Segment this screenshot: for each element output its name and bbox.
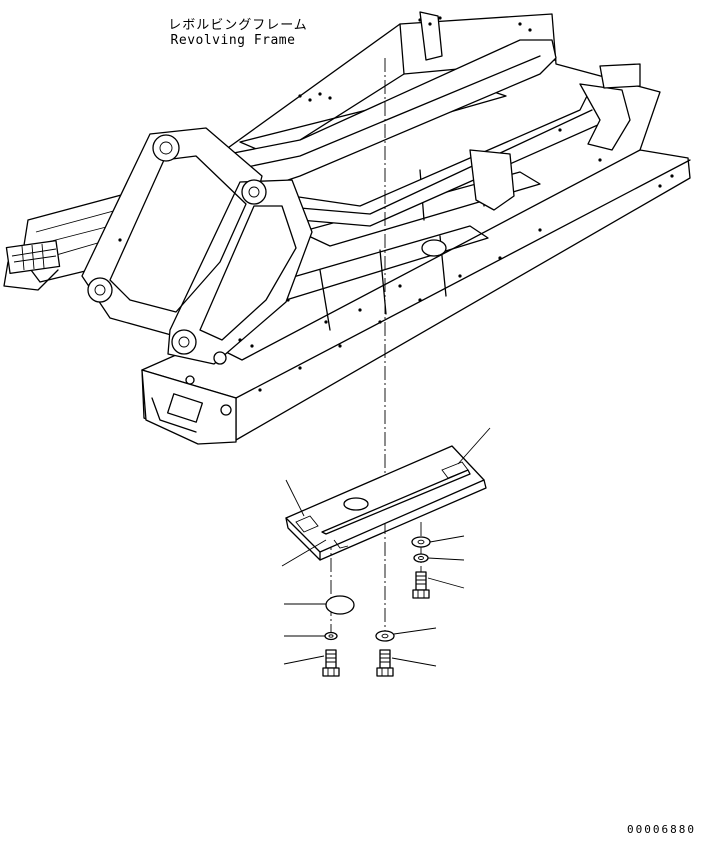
leader-right-spacer <box>429 535 465 543</box>
leader-cover-lower <box>281 539 327 567</box>
right-spacer[interactable] <box>411 536 431 548</box>
leader-center-bolt <box>391 657 437 667</box>
plug-bolt[interactable] <box>322 649 340 677</box>
cover-plate[interactable] <box>285 445 487 561</box>
plug-washer[interactable] <box>324 631 338 641</box>
leader-plug-bolt <box>283 655 325 665</box>
center-bolt[interactable] <box>376 649 394 677</box>
reference-number: 00006880 <box>627 823 696 836</box>
right-washer[interactable] <box>413 553 429 563</box>
leader-lines <box>281 427 491 667</box>
rubber-plug[interactable] <box>325 595 355 615</box>
leader-right-bolt <box>427 577 465 589</box>
right-bolt[interactable] <box>412 571 430 599</box>
leader-center-washer <box>393 627 437 635</box>
revolving-frame <box>3 11 691 445</box>
center-washer[interactable] <box>375 630 395 642</box>
frame-fastener-dots <box>118 16 674 392</box>
frame-title-english: Revolving Frame <box>170 33 296 48</box>
frame-title-japanese: レボルビングフレーム <box>168 18 308 33</box>
leader-cover-plate <box>457 427 491 465</box>
leader-right-washer <box>427 557 465 561</box>
leader-cover-left <box>285 479 305 517</box>
